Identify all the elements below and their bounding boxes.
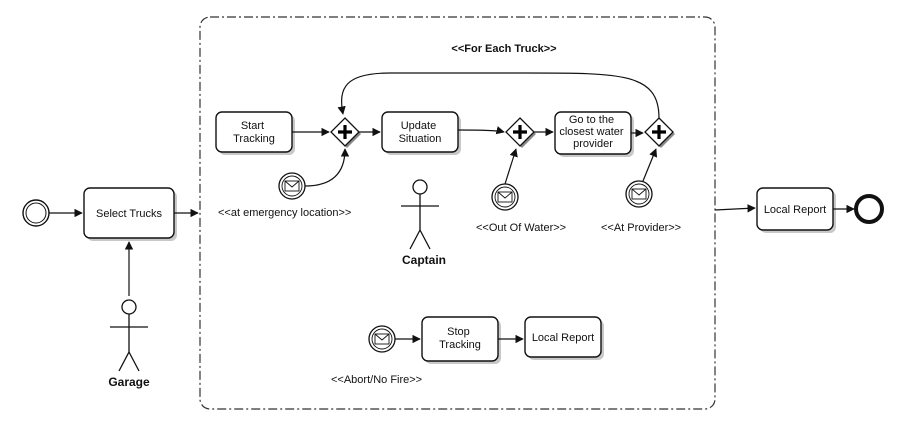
subprocess-stereotype: <<For Each Truck>> xyxy=(451,43,556,55)
svg-text:Local Report: Local Report xyxy=(764,204,826,216)
start-tracking-label-line2: Tracking xyxy=(233,133,275,145)
svg-text:Stop Tracking: Stop Tracking xyxy=(439,326,481,351)
go-to-water-label-line3: provider xyxy=(573,138,613,150)
message-event-icon[interactable] xyxy=(278,172,306,200)
flow-message-to-gateway1 xyxy=(304,148,350,187)
go-to-water-label-line1: Go to the xyxy=(569,114,614,126)
select-trucks-label: Select Trucks xyxy=(96,208,163,220)
go-to-water-provider-task[interactable]: Go to the closest water provider xyxy=(554,111,634,157)
stop-tracking-task[interactable]: Stop Tracking xyxy=(421,316,501,364)
end-event-icon[interactable] xyxy=(854,194,884,224)
message-event-icon[interactable] xyxy=(368,325,396,353)
out-of-water-label: <<Out Of Water>> xyxy=(476,222,566,234)
update-situation-label-line1: Update xyxy=(401,120,436,132)
message-event-icon[interactable] xyxy=(625,180,653,208)
for-each-truck-subprocess[interactable] xyxy=(199,16,716,410)
flow-message-to-gateway3 xyxy=(642,148,658,182)
parallel-gateway-icon[interactable] xyxy=(644,117,675,148)
update-situation-task[interactable]: Update Situation xyxy=(381,111,461,155)
local-report-outer-task[interactable]: Local Report xyxy=(756,187,836,233)
at-provider-label: <<At Provider>> xyxy=(601,222,681,234)
go-to-water-label-line2: closest water xyxy=(559,126,624,138)
stop-tracking-label-line1: Stop xyxy=(447,326,470,338)
abort-no-fire-label: <<Abort/No Fire>> xyxy=(331,374,422,386)
flow-message-to-gateway2 xyxy=(504,148,518,185)
flow-update-to-gateway2 xyxy=(457,126,505,135)
actor-icon xyxy=(110,299,148,372)
svg-text:Local Report: Local Report xyxy=(532,332,594,344)
start-tracking-label-line1: Start xyxy=(241,120,264,132)
parallel-gateway-icon[interactable] xyxy=(505,117,536,148)
garage-actor-label: Garage xyxy=(108,375,150,389)
start-event-icon[interactable] xyxy=(22,199,50,227)
svg-text:Start Tracking: Start Tracking xyxy=(233,120,275,145)
parallel-gateway-icon[interactable] xyxy=(330,117,361,148)
flow-subprocess-to-report xyxy=(714,204,756,213)
local-report-inner-task[interactable]: Local Report xyxy=(524,316,604,360)
svg-text:Select Trucks: Select Trucks xyxy=(96,208,163,220)
flow-loop-back xyxy=(337,72,660,119)
captain-actor-label: Captain xyxy=(402,253,446,267)
update-situation-label-line2: Situation xyxy=(399,133,442,145)
actor-icon xyxy=(401,179,439,250)
emergency-location-label: <<at emergency location>> xyxy=(218,207,351,219)
svg-text:Update Situation: Update Situation xyxy=(399,120,442,145)
select-trucks-task[interactable]: Select Trucks xyxy=(83,187,177,241)
local-report-inner-label: Local Report xyxy=(532,332,594,344)
message-event-icon[interactable] xyxy=(491,183,519,211)
start-tracking-task[interactable]: Start Tracking xyxy=(215,111,295,155)
svg-text:Go to the closest water: Go to the closest water provider xyxy=(559,114,626,150)
local-report-outer-label: Local Report xyxy=(764,204,826,216)
stop-tracking-label-line2: Tracking xyxy=(439,339,481,351)
